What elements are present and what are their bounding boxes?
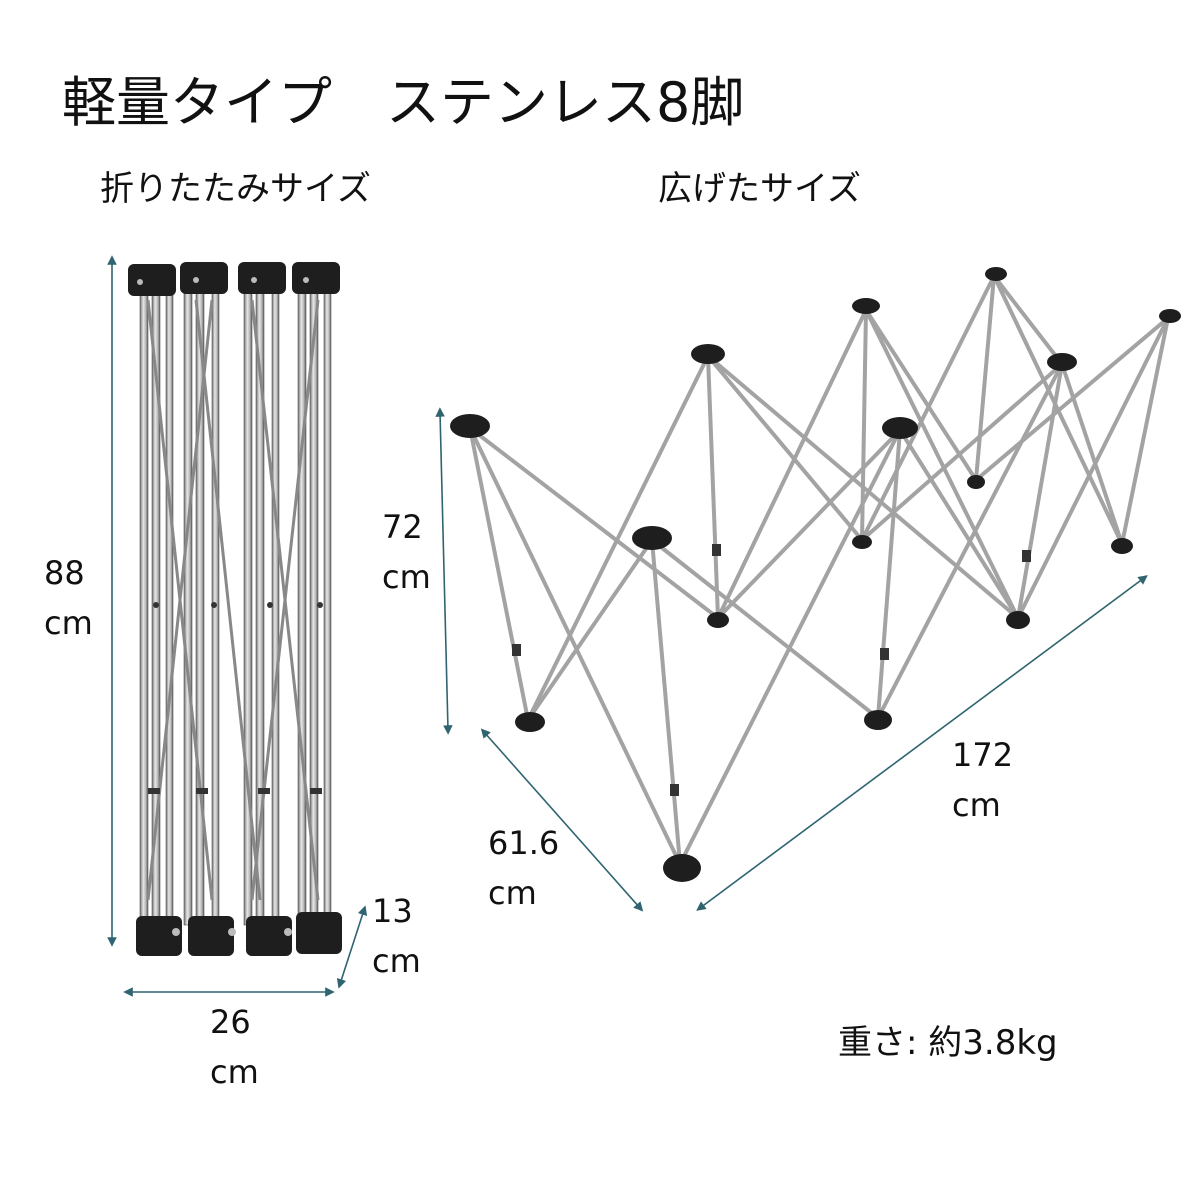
open-stand-image — [450, 267, 1181, 882]
open-height-label: 72 cm — [382, 508, 431, 596]
open-size-heading: 広げたサイズ — [658, 169, 861, 209]
product-title: 軽量タイプ ステンレス8脚 — [62, 71, 745, 134]
folded-width-label: 26 cm — [210, 1003, 259, 1091]
open-depth-label: 61.6 cm — [488, 824, 560, 912]
folded-stand-image — [128, 262, 342, 956]
dimension-lines — [107, 255, 1148, 997]
folded-depth-label: 13 cm — [372, 892, 421, 980]
weight-label: 重さ: 約3.8kg — [838, 1023, 1058, 1063]
folded-height-label: 88 cm — [44, 554, 93, 642]
open-length-label: 172 cm — [952, 736, 1014, 824]
folded-size-heading: 折りたたみサイズ — [100, 169, 371, 209]
